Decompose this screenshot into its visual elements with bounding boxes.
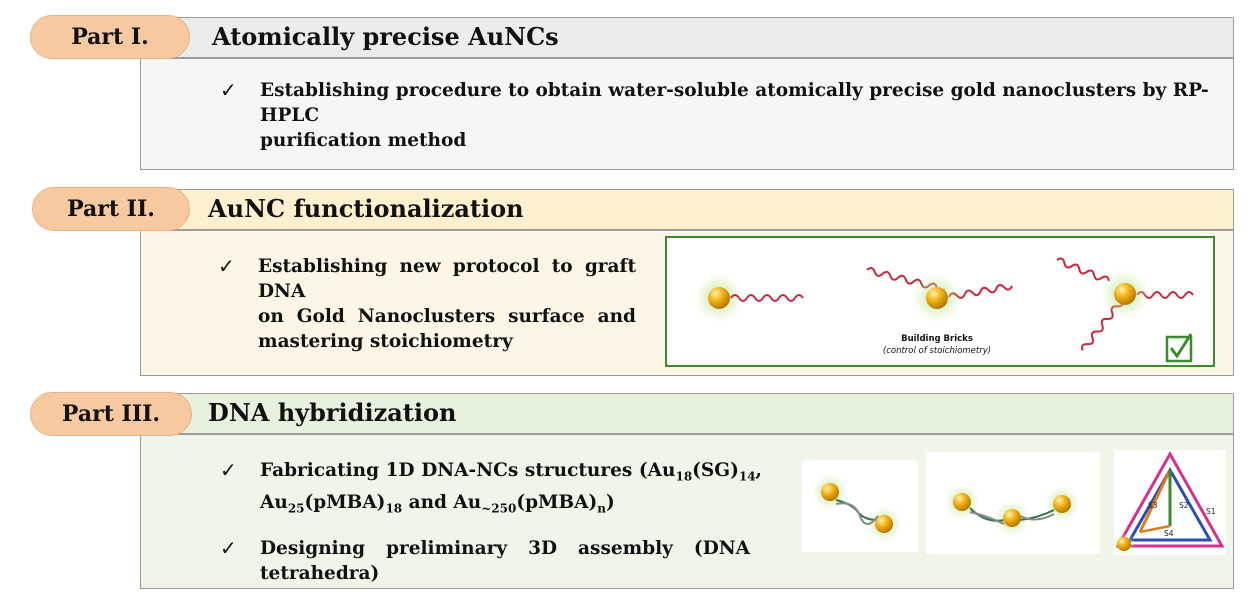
- part3-bullet2-line1: Designing preliminary 3D assembly (DNA: [260, 538, 750, 559]
- part1-bullet-text: Establishing procedure to obtain water-s…: [260, 78, 1220, 153]
- building-bricks-subcaption: (control of stoichiometry): [883, 346, 991, 356]
- gold-nanocluster-icon: [1117, 537, 1131, 551]
- part1-bullet-line2: purification method: [260, 130, 467, 151]
- gold-nanocluster-icon: [821, 483, 839, 501]
- part1-bullet-line1: Establishing procedure to obtain water-s…: [260, 80, 1209, 126]
- part2-check-icon: ✓: [218, 254, 235, 278]
- gold-nanocluster-icon: [1114, 283, 1136, 305]
- nc-two-strands: [866, 266, 1013, 322]
- gold-nanocluster-icon: [926, 287, 948, 309]
- nc-one-strand: [695, 274, 804, 322]
- part2-header-bar: [140, 189, 1234, 230]
- part2-bullet-line2: on Gold Nanoclusters surface and: [258, 306, 636, 327]
- part3-label-pill: Part III.: [30, 392, 192, 436]
- part1-check-icon: ✓: [220, 78, 237, 102]
- part3-header-bar: [140, 393, 1234, 434]
- part3-bullet2-line2: tetrahedra): [260, 563, 380, 584]
- part3-bullet2-text: Designing preliminary 3D assembly (DNA t…: [260, 536, 750, 586]
- tetrahedron-figure: S3 S2 S1 S4: [1112, 450, 1226, 556]
- gold-nanocluster-icon: [1003, 509, 1021, 527]
- part3-check-icon-2: ✓: [220, 536, 237, 560]
- gold-nanocluster-icon: [875, 515, 893, 533]
- strand-label-s4: S4: [1164, 529, 1174, 538]
- part3-title: DNA hybridization: [208, 398, 457, 427]
- part3-check-icon-1: ✓: [220, 458, 237, 482]
- trimer-figure: [926, 452, 1100, 554]
- part2-bullet-line1: Establishing new protocol to graft DNA: [258, 256, 636, 302]
- part2-label-pill: Part II.: [32, 187, 190, 231]
- part1-header-bar: [140, 17, 1234, 58]
- building-bricks-svg: Building Bricks (control of stoichiometr…: [695, 257, 1194, 363]
- checkbox-checked-icon: [1165, 333, 1193, 363]
- gold-nanocluster-icon: [708, 287, 730, 309]
- part2-title: AuNC functionalization: [208, 194, 524, 223]
- part3-bullet1-line1: Fabricating 1D DNA-NCs structures (Au18(…: [260, 460, 762, 484]
- strand-s3-shape: [1138, 469, 1172, 533]
- building-bricks-figure: Building Bricks (control of stoichiometr…: [665, 236, 1215, 367]
- part1-body-panel: [140, 58, 1234, 170]
- building-bricks-caption: Building Bricks: [901, 334, 973, 344]
- dimer-figure: [802, 460, 918, 552]
- part3-bullet1-line2: Au25(pMBA)18 and Au~250(pMBA)n): [260, 491, 615, 516]
- part2-bullet-line3: mastering stoichiometry: [258, 331, 513, 352]
- part1-title: Atomically precise AuNCs: [212, 22, 559, 51]
- strand-label-s1: S1: [1206, 507, 1216, 516]
- strand-s4-shape: [1127, 466, 1213, 542]
- part2-bullet-text: Establishing new protocol to graft DNA o…: [258, 254, 636, 354]
- strand-label-s2: S2: [1179, 501, 1189, 510]
- gold-nanocluster-icon: [953, 493, 971, 511]
- part1-label-pill: Part I.: [30, 15, 190, 59]
- part3-bullet1-text: Fabricating 1D DNA-NCs structures (Au18(…: [260, 458, 762, 521]
- strand-label-s3: S3: [1148, 501, 1158, 510]
- nc-three-strands: [1056, 257, 1194, 351]
- strand-s1-shape: [1115, 450, 1225, 548]
- gold-nanocluster-icon: [1053, 495, 1071, 513]
